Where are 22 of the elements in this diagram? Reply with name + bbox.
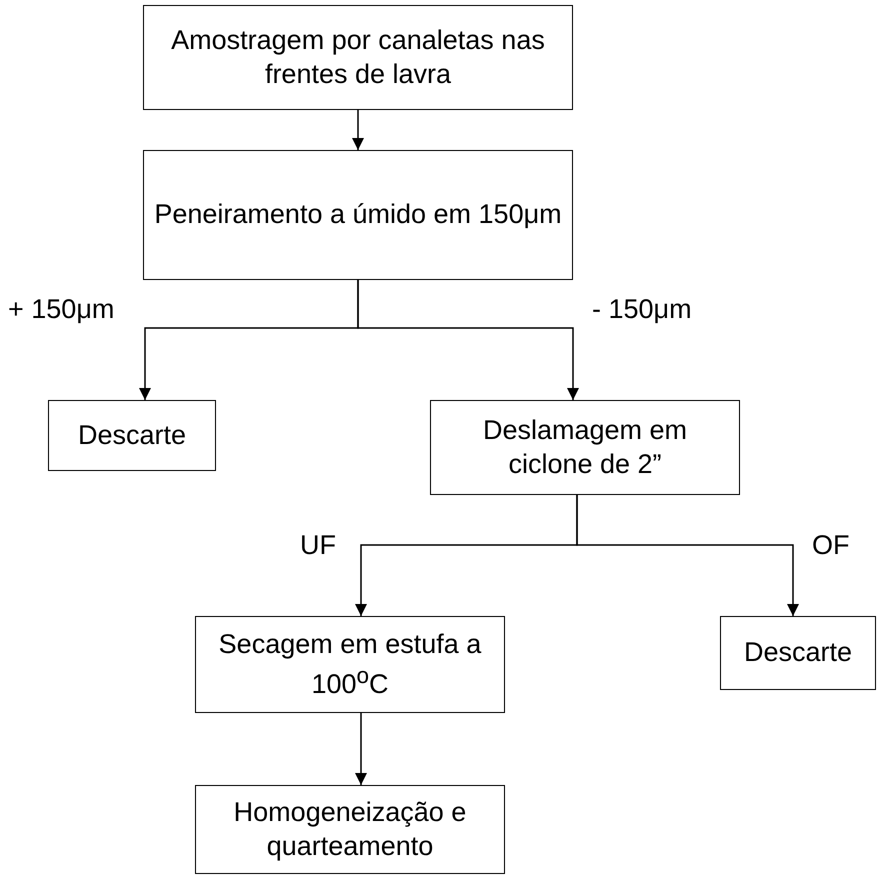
arrow — [355, 713, 367, 785]
edge-label: - 150μm — [592, 293, 692, 326]
process-box — [48, 400, 216, 471]
box-text: Secagem em estufa a 100$^{o}$C — [218, 628, 482, 700]
box-text: Descarte — [78, 418, 186, 452]
arrow — [352, 110, 364, 150]
process-box — [720, 616, 876, 690]
process-box — [430, 400, 740, 495]
edge-label: UF — [300, 529, 336, 562]
edge-label: OF — [812, 529, 850, 562]
box-text: Descarte — [744, 636, 852, 670]
process-box — [195, 616, 505, 713]
arrow — [576, 495, 799, 616]
box-text: Amostragem por canaletas nas frentes de lavra — [170, 24, 546, 90]
process-box — [195, 785, 505, 874]
box-text: Peneiramento a úmido em 150μm — [154, 198, 562, 232]
process-box — [143, 5, 573, 110]
process-box — [143, 150, 573, 280]
box-text: Homogeneização e quarteamento — [232, 796, 468, 863]
arrow — [357, 280, 579, 400]
edge-label: + 150μm — [8, 293, 114, 326]
box-text: Deslamagem em ciclone de 2” — [482, 414, 688, 480]
